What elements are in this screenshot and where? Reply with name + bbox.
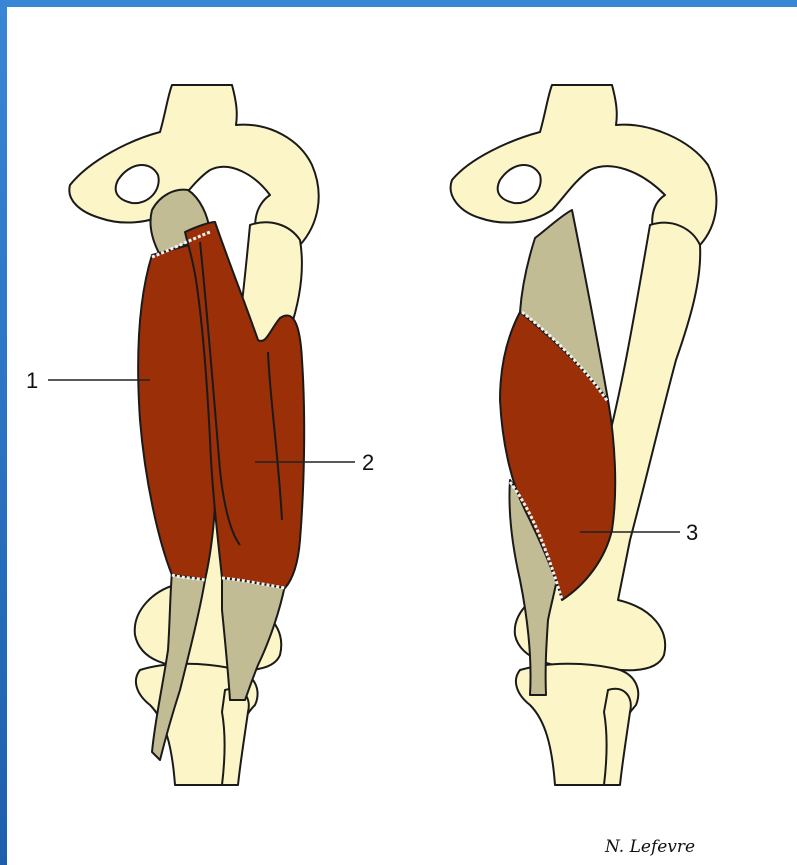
label-3: 3 — [686, 520, 698, 545]
label-2: 2 — [362, 450, 374, 475]
illustration-canvas: 1 2 3 N. Lefevre — [7, 7, 797, 865]
author-credit: N. Lefevre — [605, 837, 695, 857]
label-1: 1 — [26, 368, 38, 393]
hamstring-anatomy-figure: 1 2 3 — [7, 7, 797, 865]
right-thigh-illustration — [451, 85, 717, 785]
left-thigh-illustration — [48, 85, 355, 785]
left-fibula-bone — [222, 689, 249, 785]
right-fibula-bone — [604, 689, 631, 785]
